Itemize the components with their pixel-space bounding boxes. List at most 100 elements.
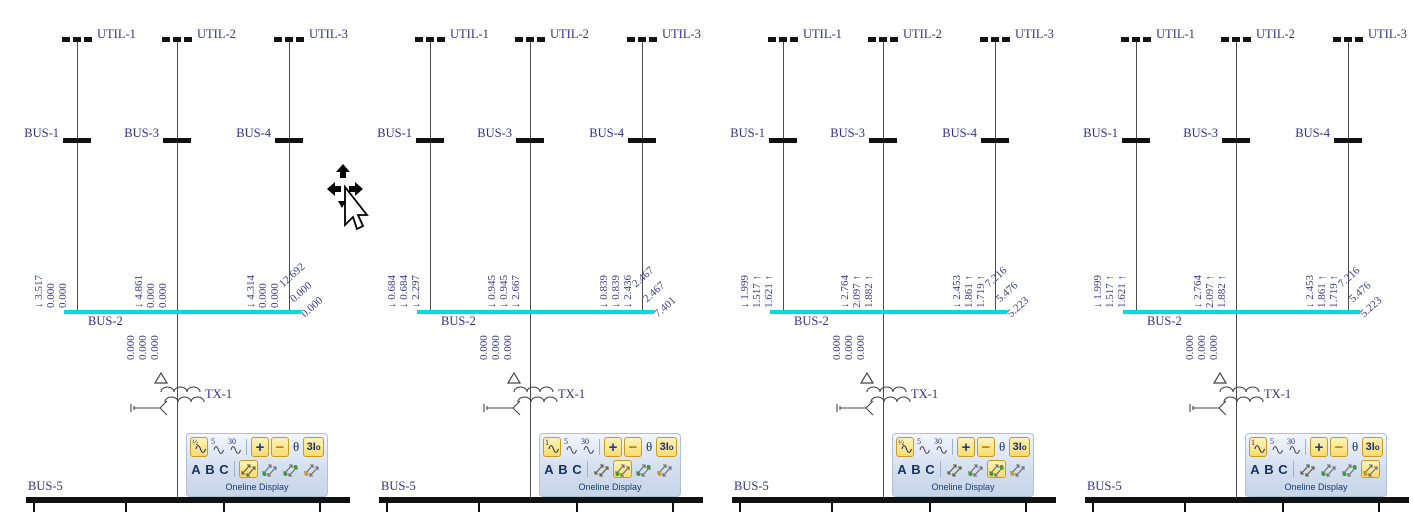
phase-a-button[interactable]: A: [544, 461, 554, 477]
negative-sequence-button[interactable]: −: [1329, 437, 1348, 457]
utility-symbol-dash[interactable]: [184, 37, 192, 42]
utility-symbol-dash[interactable]: [649, 37, 657, 42]
bus-bar[interactable]: [416, 138, 444, 143]
bus-bar[interactable]: [516, 138, 544, 143]
bus-bar[interactable]: [1334, 138, 1362, 143]
utility-symbol-dash[interactable]: [296, 37, 304, 42]
five-cycle-button[interactable]: 5: [563, 437, 578, 457]
utility-symbol-dash[interactable]: [1132, 37, 1140, 42]
utility-symbol-dash[interactable]: [526, 37, 534, 42]
half-cycle-button[interactable]: ½: [190, 437, 208, 457]
utility-symbol-dash[interactable]: [515, 37, 523, 42]
utility-symbol-dash[interactable]: [779, 37, 787, 42]
phase-b-button[interactable]: B: [911, 461, 921, 477]
theta-angle-button[interactable]: θ: [998, 439, 1006, 454]
fault-arrow-display-button-2[interactable]: [613, 460, 632, 478]
thirty-cycle-button[interactable]: 30: [1286, 437, 1301, 457]
transformer-symbol[interactable]: [1186, 370, 1276, 424]
phase-c-button[interactable]: C: [572, 461, 582, 477]
theta-angle-button[interactable]: θ: [645, 439, 653, 454]
utility-symbol-dash[interactable]: [1333, 37, 1341, 42]
bus-bar[interactable]: [981, 138, 1009, 143]
bus5-bar[interactable]: [379, 497, 703, 503]
bus5-bar[interactable]: [732, 497, 1056, 503]
utility-symbol-dash[interactable]: [890, 37, 898, 42]
negative-sequence-button[interactable]: −: [623, 437, 642, 457]
fault-arrow-display-button-3[interactable]: [1340, 460, 1359, 478]
bus-bar[interactable]: [869, 138, 897, 143]
bus5-bar[interactable]: [26, 497, 350, 503]
phase-c-button[interactable]: C: [1278, 461, 1288, 477]
positive-sequence-button[interactable]: +: [1309, 437, 1328, 457]
phase-b-button[interactable]: B: [558, 461, 568, 477]
utility-symbol-dash[interactable]: [1221, 37, 1229, 42]
transformer-symbol[interactable]: [480, 370, 570, 424]
negative-sequence-button[interactable]: −: [270, 437, 289, 457]
utility-symbol-dash[interactable]: [627, 37, 635, 42]
phase-b-button[interactable]: B: [1264, 461, 1274, 477]
thirty-cycle-button[interactable]: 30: [933, 437, 948, 457]
utility-symbol-dash[interactable]: [426, 37, 434, 42]
utility-symbol-dash[interactable]: [437, 37, 445, 42]
fault-arrow-display-button-4[interactable]: [302, 460, 321, 478]
negative-sequence-button[interactable]: −: [976, 437, 995, 457]
fault-arrow-display-button-4[interactable]: [655, 460, 674, 478]
five-cycle-button[interactable]: 5: [210, 437, 225, 457]
phase-c-button[interactable]: C: [219, 461, 229, 477]
utility-symbol-dash[interactable]: [62, 37, 70, 42]
utility-symbol-dash[interactable]: [173, 37, 181, 42]
bus-bar[interactable]: [769, 138, 797, 143]
five-cycle-button[interactable]: 5: [916, 437, 931, 457]
bus2-bar[interactable]: [64, 310, 301, 314]
fault-arrow-display-button-1[interactable]: [592, 460, 611, 478]
utility-symbol-dash[interactable]: [1344, 37, 1352, 42]
positive-sequence-button[interactable]: +: [250, 437, 269, 457]
bus-bar[interactable]: [275, 138, 303, 143]
utility-symbol-dash[interactable]: [868, 37, 876, 42]
bus2-bar[interactable]: [417, 310, 654, 314]
utility-symbol-dash[interactable]: [1355, 37, 1363, 42]
fault-arrow-display-button-1[interactable]: [239, 460, 258, 478]
thirty-cycle-button[interactable]: 30: [227, 437, 242, 457]
utility-symbol-dash[interactable]: [991, 37, 999, 42]
utility-symbol-dash[interactable]: [162, 37, 170, 42]
utility-symbol-dash[interactable]: [1143, 37, 1151, 42]
utility-symbol-dash[interactable]: [84, 37, 92, 42]
phase-a-button[interactable]: A: [191, 461, 201, 477]
phase-a-button[interactable]: A: [1250, 461, 1260, 477]
theta-angle-button[interactable]: θ: [292, 439, 300, 454]
fault-arrow-display-button-4[interactable]: [1008, 460, 1027, 478]
transformer-symbol[interactable]: [833, 370, 923, 424]
bus5-bar[interactable]: [1085, 497, 1409, 503]
utility-symbol-dash[interactable]: [879, 37, 887, 42]
bus-bar[interactable]: [628, 138, 656, 143]
phase-a-button[interactable]: A: [897, 461, 907, 477]
bus-bar[interactable]: [63, 138, 91, 143]
fault-arrow-display-button-3[interactable]: [987, 460, 1006, 478]
bus2-bar[interactable]: [1123, 310, 1360, 314]
utility-symbol-dash[interactable]: [638, 37, 646, 42]
utility-symbol-dash[interactable]: [415, 37, 423, 42]
phase-b-button[interactable]: B: [205, 461, 215, 477]
five-cycle-button[interactable]: 5: [1269, 437, 1284, 457]
bus-bar[interactable]: [1222, 138, 1250, 143]
bus-bar[interactable]: [1122, 138, 1150, 143]
bus2-bar[interactable]: [770, 310, 1007, 314]
utility-symbol-dash[interactable]: [1232, 37, 1240, 42]
fault-arrow-display-button-3[interactable]: [281, 460, 300, 478]
fault-arrow-display-button-4[interactable]: [1361, 460, 1380, 478]
utility-symbol-dash[interactable]: [1121, 37, 1129, 42]
utility-symbol-dash[interactable]: [1243, 37, 1251, 42]
half-cycle-button[interactable]: 1: [543, 437, 561, 457]
utility-symbol-dash[interactable]: [73, 37, 81, 42]
utility-symbol-dash[interactable]: [1002, 37, 1010, 42]
fault-arrow-display-button-1[interactable]: [1298, 460, 1317, 478]
half-cycle-button[interactable]: ½: [896, 437, 914, 457]
utility-symbol-dash[interactable]: [790, 37, 798, 42]
positive-sequence-button[interactable]: +: [603, 437, 622, 457]
fault-arrow-display-button-1[interactable]: [945, 460, 964, 478]
positive-sequence-button[interactable]: +: [956, 437, 975, 457]
theta-angle-button[interactable]: θ: [1351, 439, 1359, 454]
